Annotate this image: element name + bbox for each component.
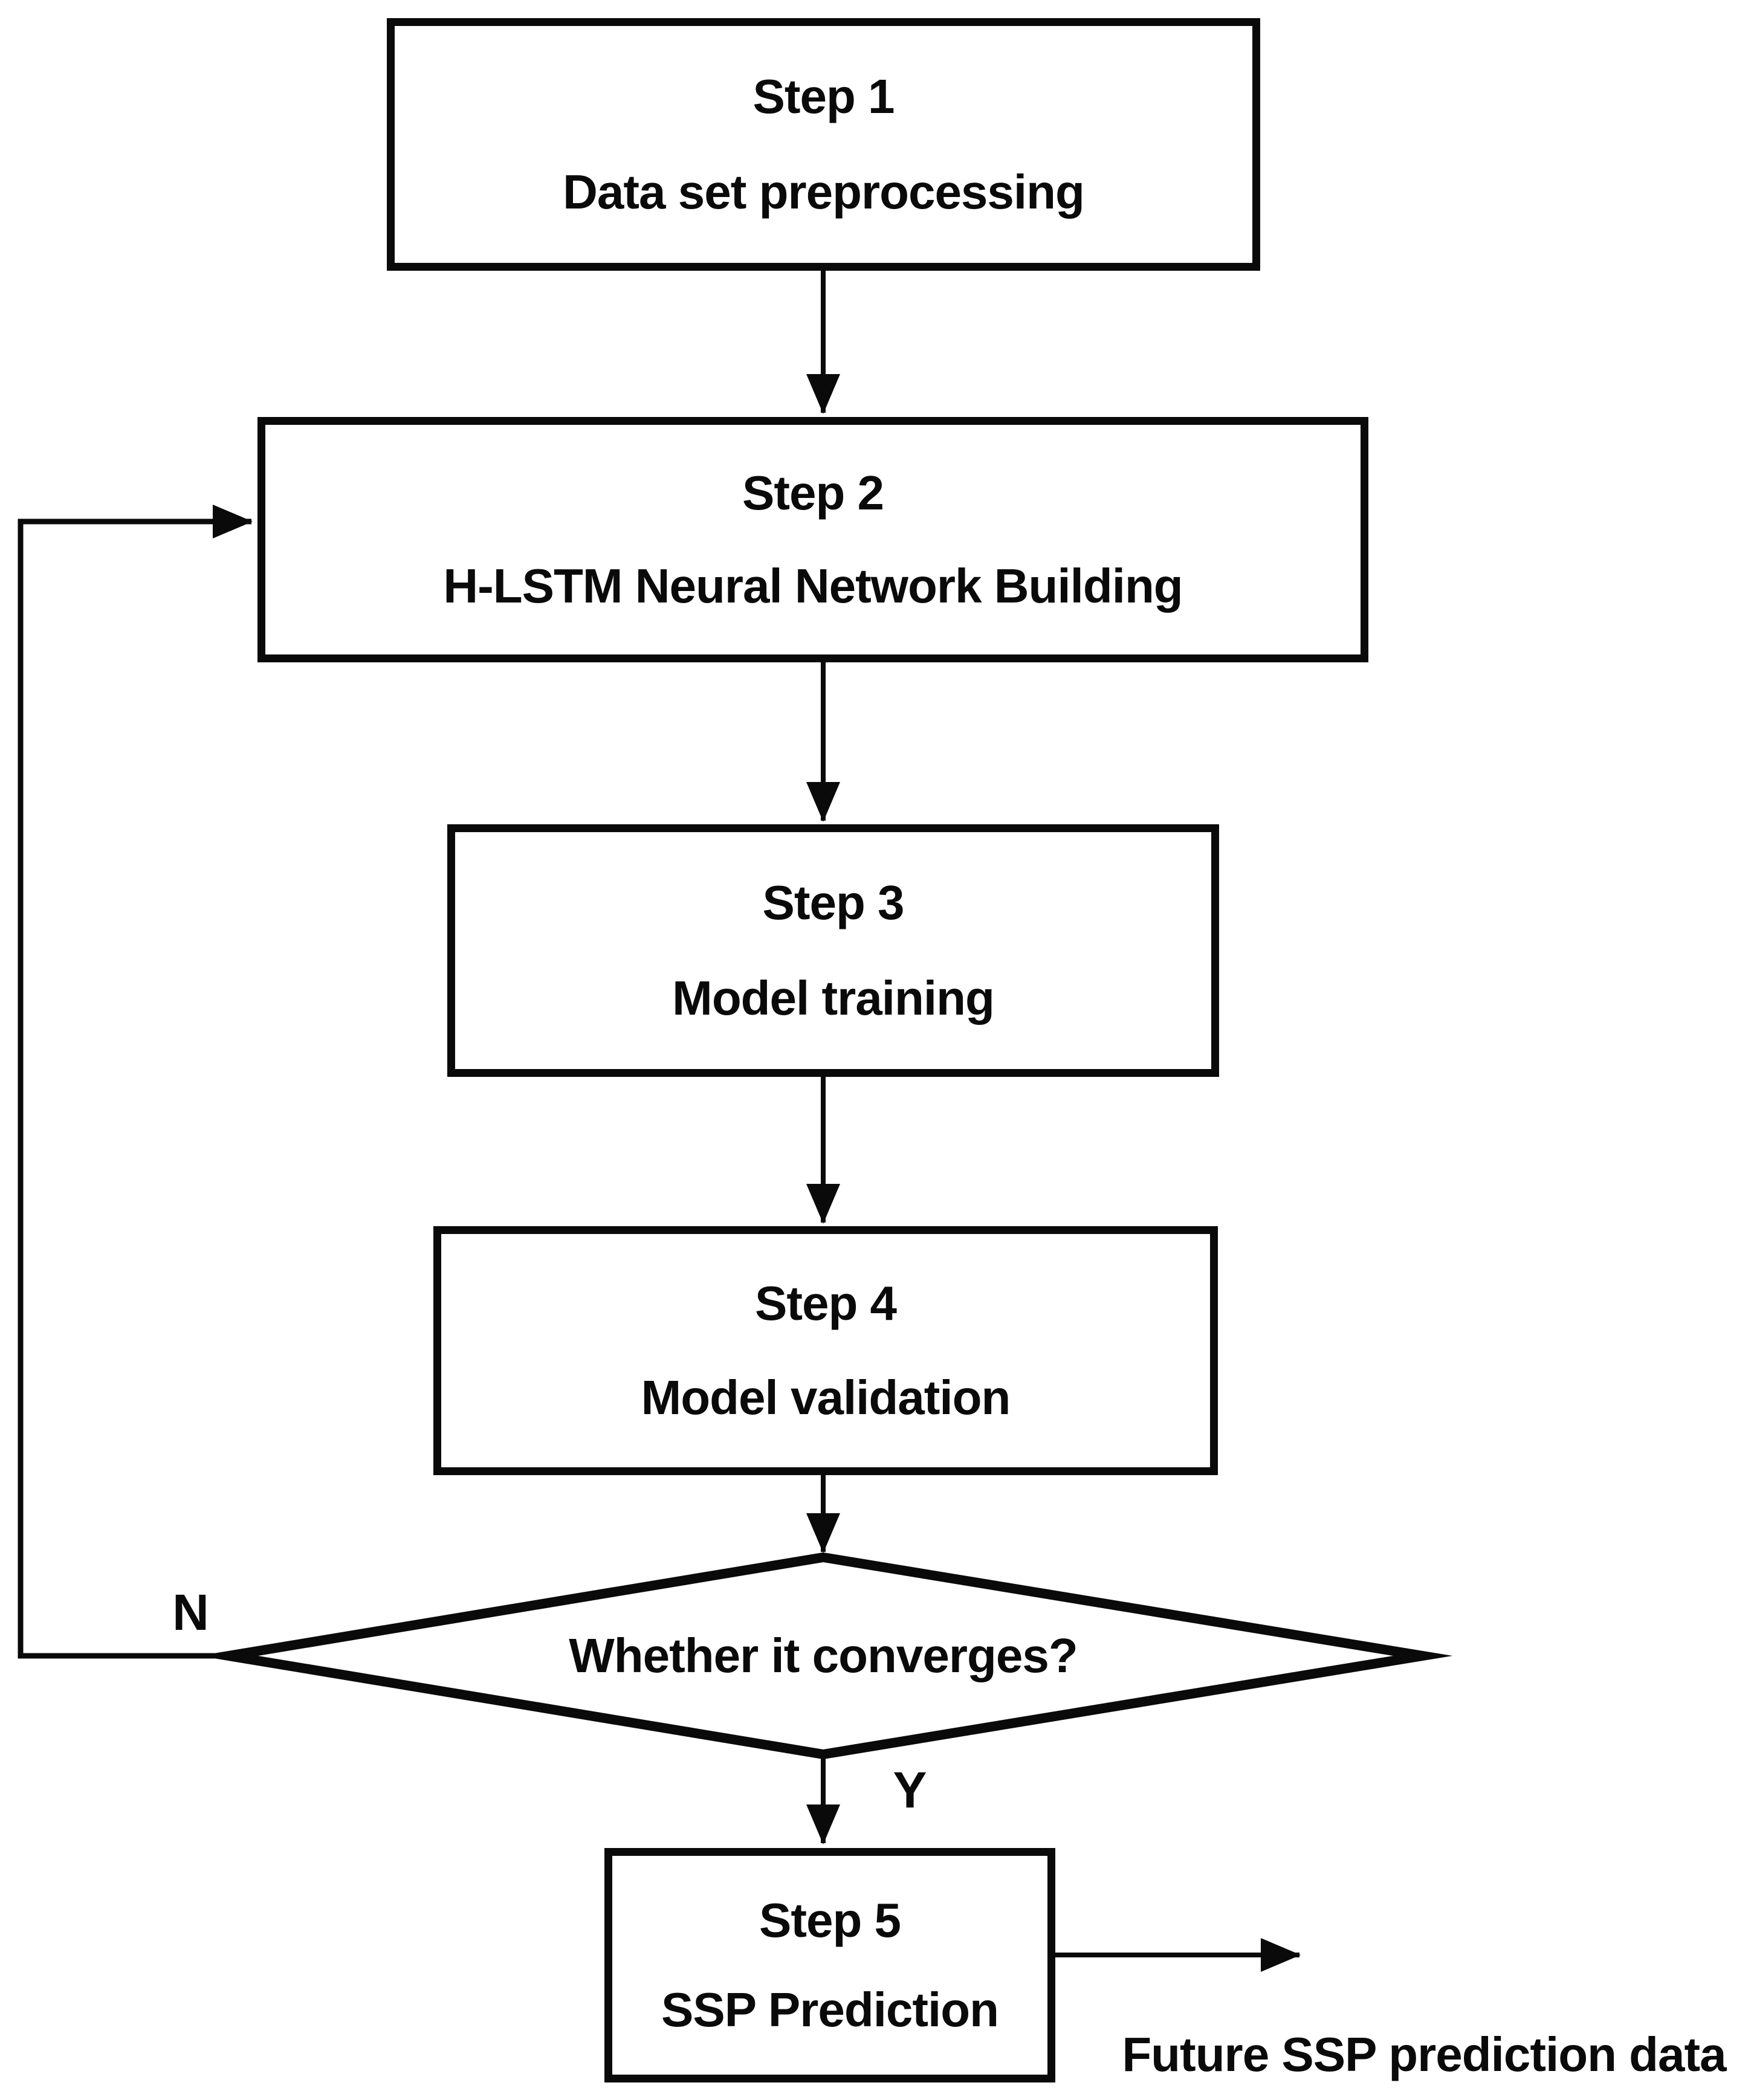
step2-title: Step 2 (742, 466, 884, 520)
step1-node: Step 1 Data set preprocessing (387, 18, 1260, 271)
decision-diamond-shape (199, 1552, 1453, 1760)
step3-title: Step 3 (762, 876, 904, 930)
step4-node: Step 4 Model validation (433, 1226, 1218, 1475)
step4-title: Step 4 (754, 1276, 897, 1331)
loop-decision-no-to-step2 (18, 505, 253, 1659)
step5-label: SSP Prediction (661, 1982, 999, 2037)
step5-title: Step 5 (759, 1893, 901, 1948)
step1-title: Step 1 (752, 69, 895, 124)
step2-node: Step 2 H-LSTM Neural Network Building (257, 417, 1368, 662)
step5-node: Step 5 SSP Prediction (604, 1848, 1055, 2082)
step3-node: Step 3 Model training (447, 824, 1219, 1077)
output-data-label: Future SSP prediction data (1122, 2027, 1726, 2081)
step2-label: H-LSTM Neural Network Building (443, 558, 1183, 613)
step4-label: Model validation (641, 1370, 1011, 1424)
step3-label: Model training (672, 971, 995, 1025)
decision-label: Whether it converges? (569, 1629, 1078, 1682)
step1-label: Data set preprocessing (563, 164, 1085, 219)
branch-no-label: N (172, 1584, 209, 1641)
branch-yes-label: Y (893, 1762, 927, 1818)
